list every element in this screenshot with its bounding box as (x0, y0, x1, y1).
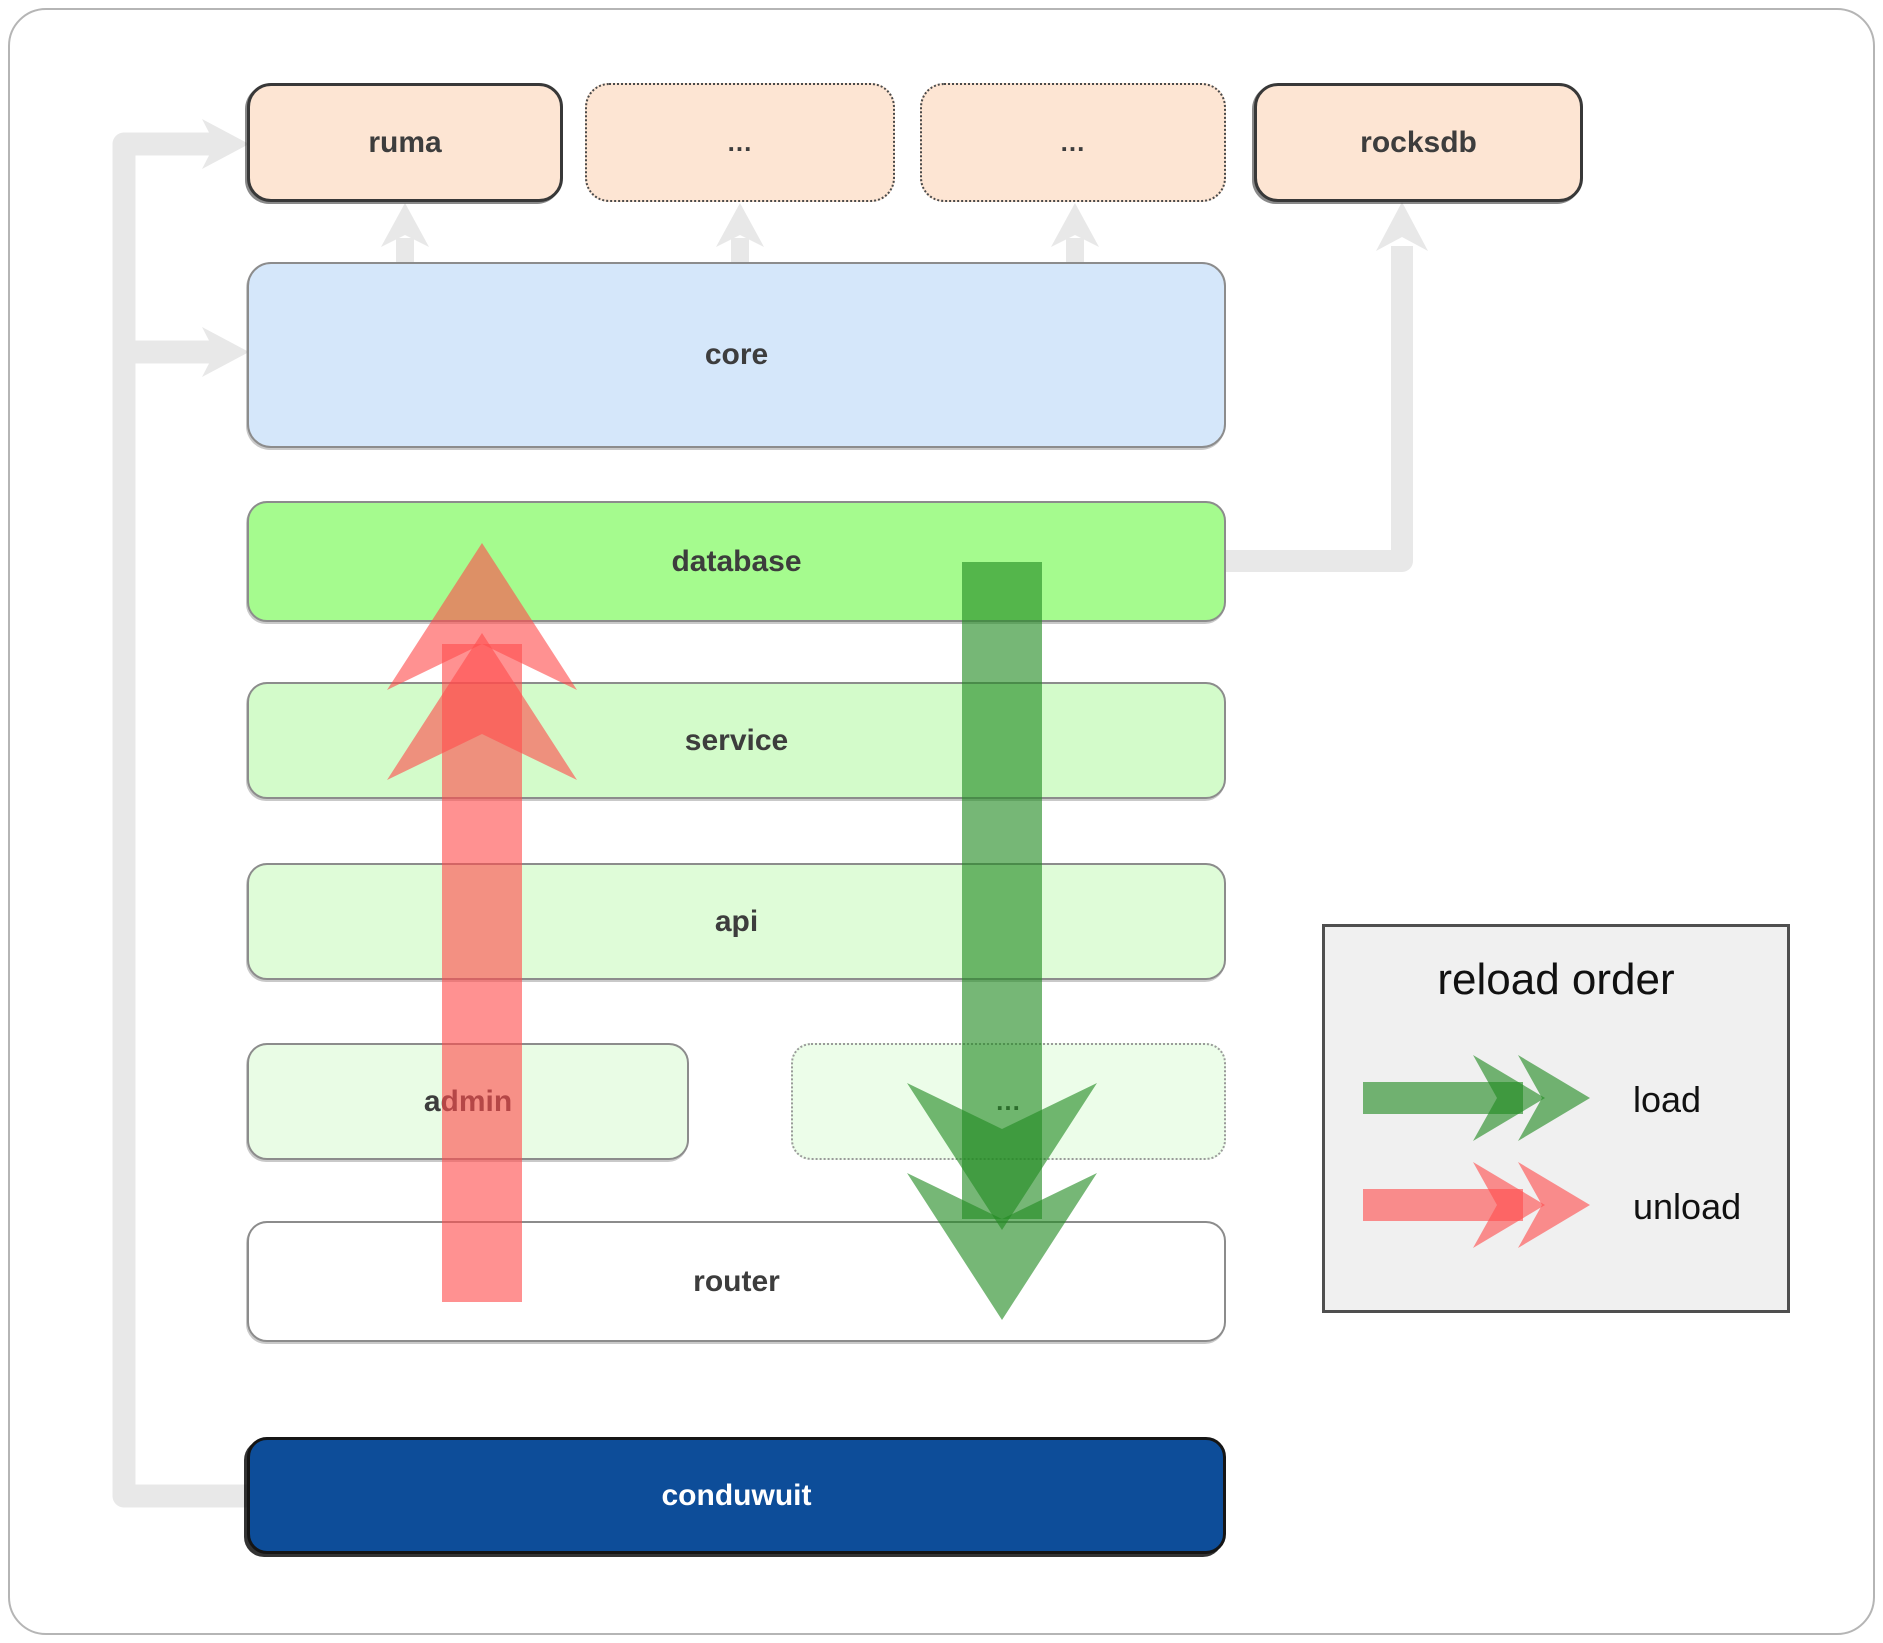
box-ellipsis-3: ... (791, 1043, 1226, 1160)
legend-unload-label: unload (1633, 1186, 1742, 1227)
legend-panel: reload order load unload (1322, 924, 1790, 1313)
box-api: api (247, 863, 1226, 980)
box-rocksdb-label: rocksdb (1360, 125, 1477, 159)
box-admin: admin (247, 1043, 689, 1160)
box-service: service (247, 682, 1226, 799)
legend-load-label: load (1633, 1079, 1702, 1120)
box-ellipsis-1: ... (585, 83, 895, 202)
box-ellipsis-1-label: ... (727, 127, 753, 157)
box-service-label: service (684, 723, 789, 757)
box-router: router (247, 1221, 1226, 1342)
box-ellipsis-3-label: ... (996, 1086, 1021, 1116)
diagram-outer-frame (8, 8, 1875, 1635)
box-conduwuit: conduwuit (247, 1437, 1226, 1554)
box-admin-label: admin (423, 1084, 513, 1118)
box-database-label: database (671, 544, 802, 578)
box-ruma-label: ruma (368, 125, 442, 159)
box-ruma: ruma (247, 83, 563, 202)
box-core-label: core (704, 338, 769, 371)
box-api-label: api (714, 904, 759, 938)
box-conduwuit-label: conduwuit (661, 1478, 812, 1512)
legend-title: reload order (1437, 955, 1675, 1004)
box-ellipsis-2: ... (920, 83, 1226, 202)
box-ellipsis-2-label: ... (1060, 127, 1086, 157)
box-database: database (247, 501, 1226, 622)
box-router-label: router (693, 1264, 780, 1298)
box-core: core (247, 262, 1226, 448)
box-rocksdb: rocksdb (1254, 83, 1583, 202)
